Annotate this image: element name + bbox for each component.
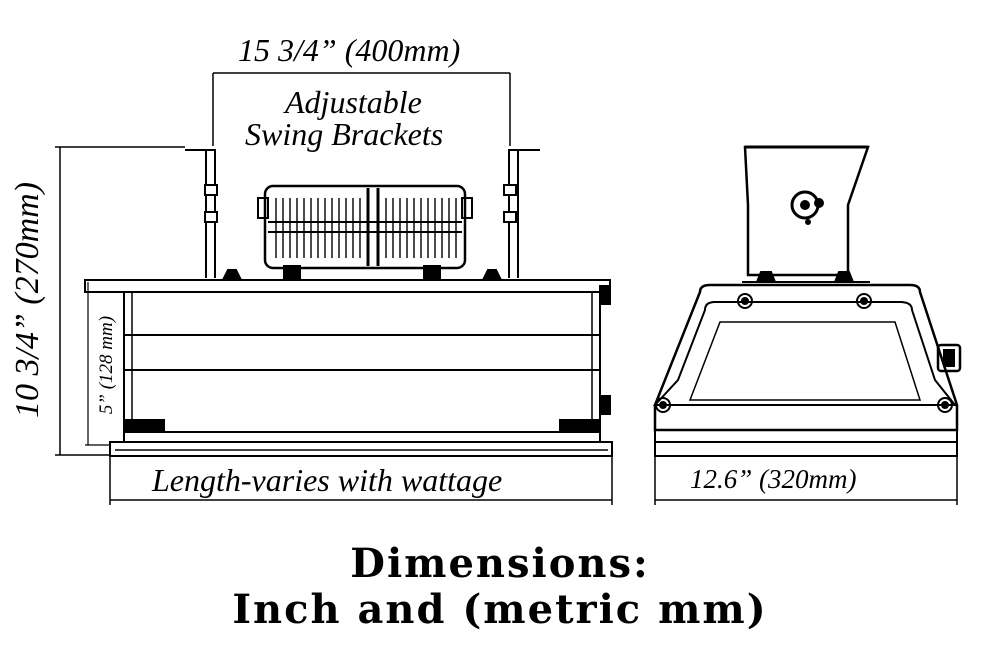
depth-dimension-line (654, 456, 958, 505)
bracket-width-label: 15 3/4” (400mm) (238, 32, 461, 68)
depth-label: 12.6” (320mm) (690, 464, 857, 494)
side-view-fixture (84, 149, 613, 457)
driver-box (257, 184, 473, 279)
body-height-label: 5” (128 mm) (96, 315, 117, 415)
housing-body (84, 279, 613, 457)
end-view-housing (653, 283, 959, 432)
total-height-label: 10 3/4” (270mm) (9, 181, 46, 419)
bracket-note-line2: Swing Brackets (245, 116, 444, 152)
end-view-fixture (652, 145, 962, 457)
bracket-width-dimension-line (212, 72, 511, 146)
title-line2: Inch and (metric mm) (232, 586, 768, 633)
length-dimension-line (109, 456, 613, 505)
length-label: Length-varies with wattage (152, 462, 503, 498)
bracket-note-line1: Adjustable (285, 84, 422, 120)
title-line1: Dimensions: (350, 540, 650, 587)
total-height-dimension-line (55, 146, 185, 456)
body-height-dimension-line (85, 282, 110, 446)
right-swing-bracket (508, 149, 540, 278)
end-view-mount-bracket (743, 145, 870, 277)
